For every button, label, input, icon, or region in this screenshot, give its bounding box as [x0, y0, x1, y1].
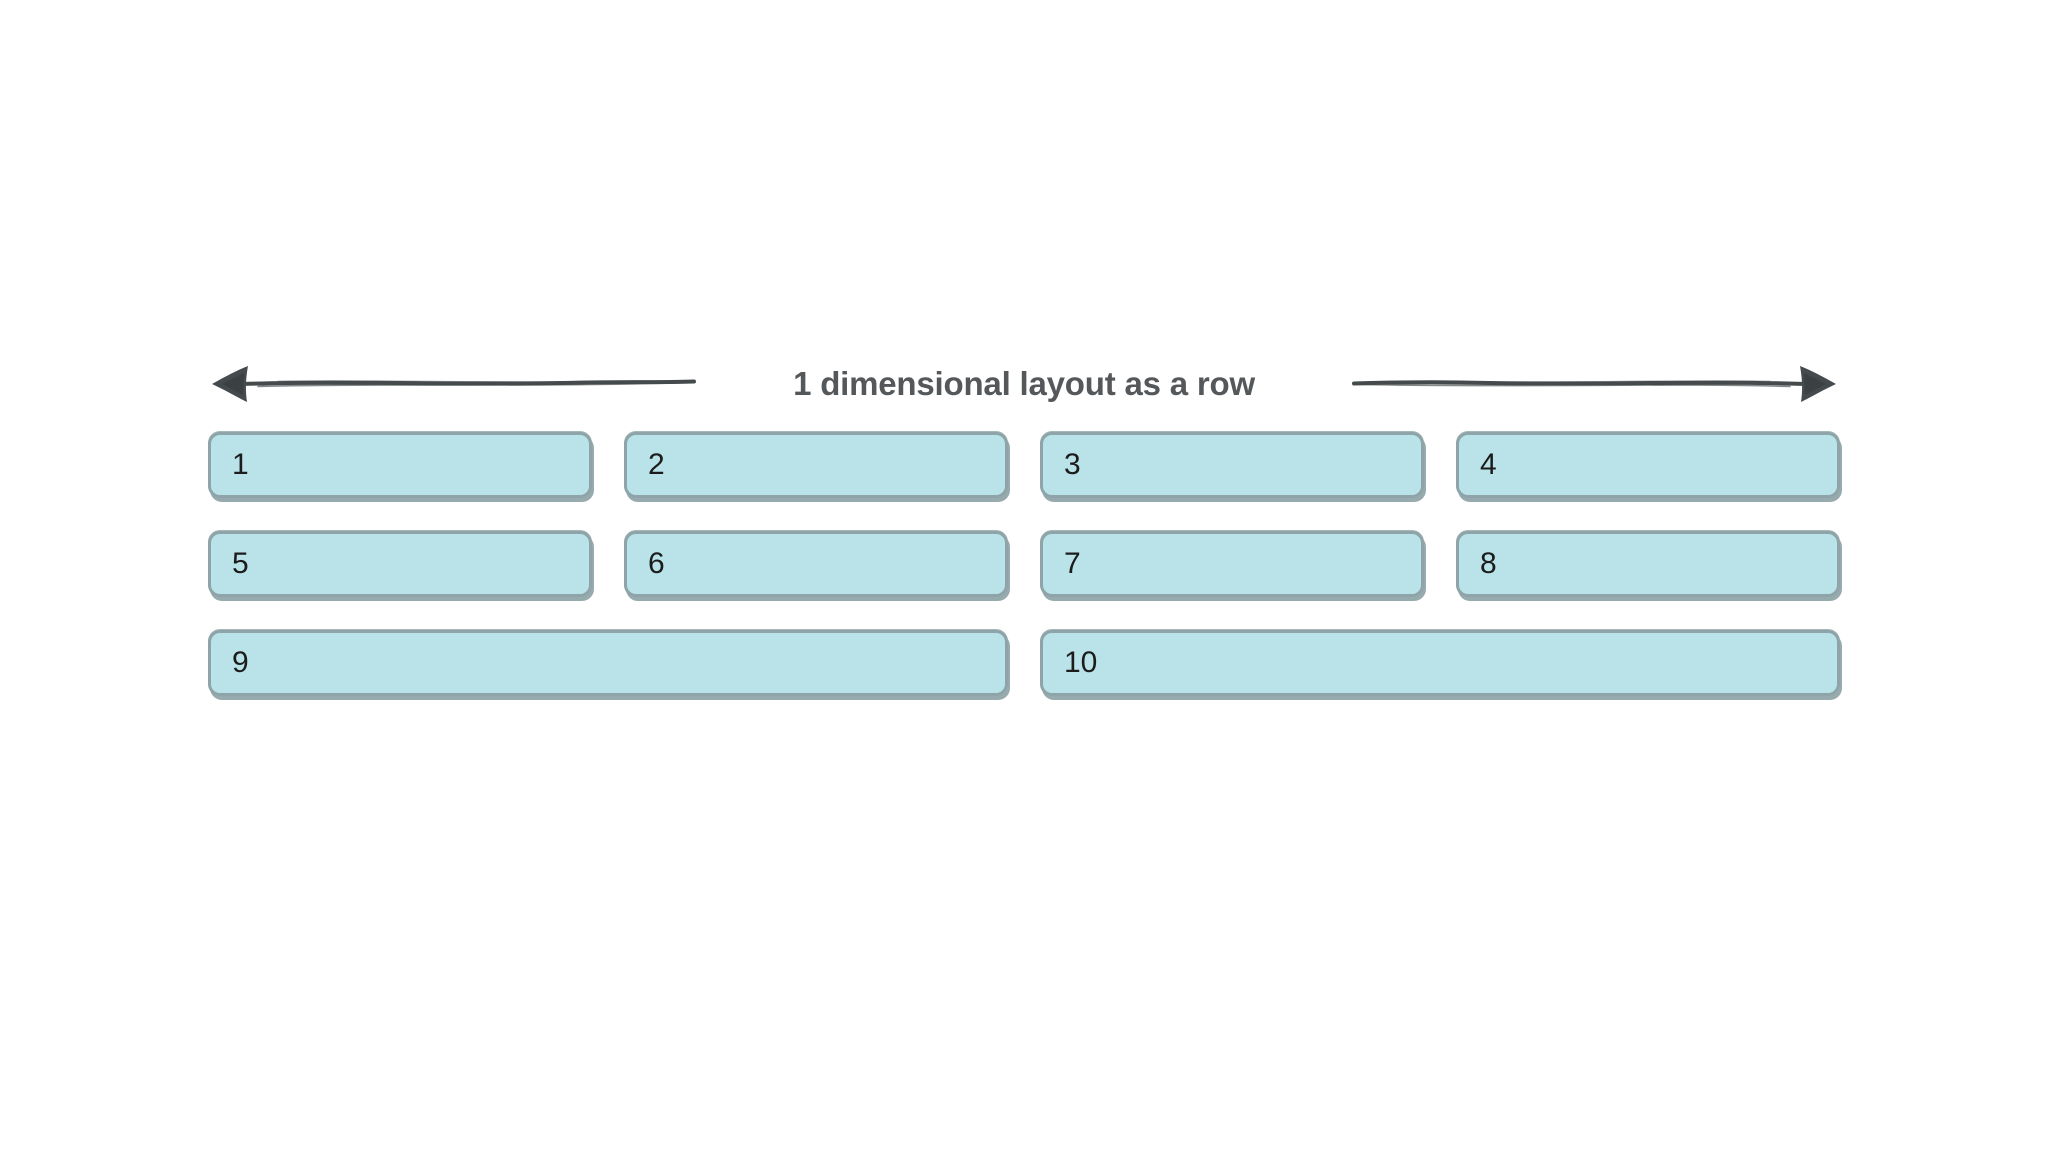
layout-grid: 1 2 3 4 5 6 7 8 9 10	[208, 432, 1840, 696]
box-label: 6	[648, 547, 665, 580]
box-label: 3	[1064, 448, 1081, 481]
diagram-title: 1 dimensional layout as a row	[793, 365, 1255, 402]
box-label: 2	[648, 448, 665, 481]
layout-box-7: 7	[1040, 531, 1424, 597]
layout-box-4: 4	[1456, 432, 1840, 498]
box-label: 9	[232, 646, 249, 679]
header-row: 1 dimensional layout as a row	[208, 352, 1840, 416]
layout-box-2: 2	[624, 432, 1008, 498]
layout-box-5: 5	[208, 531, 592, 597]
layout-box-1: 1	[208, 432, 592, 498]
layout-box-8: 8	[1456, 531, 1840, 597]
layout-box-10: 10	[1040, 630, 1840, 696]
box-label: 1	[232, 448, 249, 481]
left-arrow-icon	[208, 362, 696, 406]
box-label: 4	[1480, 448, 1497, 481]
right-arrow-icon	[1352, 362, 1840, 406]
layout-box-9: 9	[208, 630, 1008, 696]
box-label: 8	[1480, 547, 1497, 580]
layout-box-6: 6	[624, 531, 1008, 597]
layout-box-3: 3	[1040, 432, 1424, 498]
box-label: 7	[1064, 547, 1081, 580]
box-label: 10	[1064, 646, 1098, 679]
box-label: 5	[232, 547, 249, 580]
